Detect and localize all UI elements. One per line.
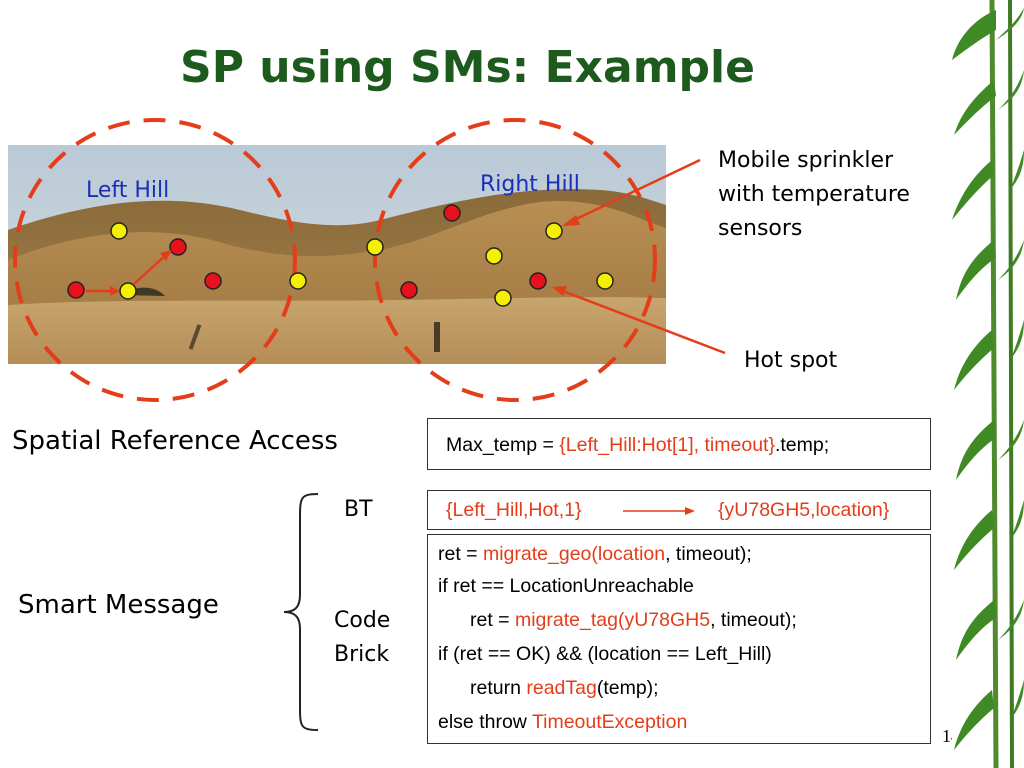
sensor-node bbox=[290, 273, 306, 289]
code-line: if (ret == OK) && (location == Left_Hill… bbox=[438, 643, 772, 666]
code-highlight: migrate_tag(yU78GH5 bbox=[515, 609, 710, 631]
code-brick-line: Code bbox=[334, 604, 390, 638]
hot-spot-node bbox=[530, 273, 546, 289]
sprinkler-line: Mobile sprinkler bbox=[718, 144, 910, 178]
bt-label: BT bbox=[344, 497, 373, 522]
sprinkler-line: sensors bbox=[718, 212, 910, 246]
bamboo-decoration bbox=[952, 0, 1024, 768]
code-line: ret = migrate_geo(location, timeout); bbox=[438, 543, 752, 566]
hot-spot-annotation: Hot spot bbox=[744, 344, 837, 378]
hot-spot-node bbox=[401, 282, 417, 298]
hot-spot-node bbox=[205, 273, 221, 289]
code-text: return bbox=[470, 677, 526, 699]
sensor-node bbox=[111, 223, 127, 239]
bt-arrow bbox=[623, 503, 698, 519]
code-highlight: TimeoutException bbox=[532, 711, 687, 733]
bt-from: {Left_Hill,Hot,1} bbox=[446, 499, 582, 522]
slide-title: SP using SMs: Example bbox=[180, 42, 755, 93]
spatial-access-code: Max_temp = {Left_Hill:Hot[1], timeout}.t… bbox=[446, 434, 829, 457]
sensor-node bbox=[367, 239, 383, 255]
code-text: (temp); bbox=[597, 677, 659, 699]
sprinkler-line: with temperature bbox=[718, 178, 910, 212]
sensor-node bbox=[495, 290, 511, 306]
code-text: Max_temp = bbox=[446, 434, 559, 456]
hot-spot-node bbox=[170, 239, 186, 255]
code-brick-box: ret = migrate_geo(location, timeout); if… bbox=[427, 534, 931, 744]
sensor-node bbox=[486, 248, 502, 264]
right-hill-label: Right Hill bbox=[480, 172, 580, 197]
code-brick-label: Code Brick bbox=[334, 604, 390, 672]
spatial-access-code-box: Max_temp = {Left_Hill:Hot[1], timeout}.t… bbox=[427, 418, 931, 470]
code-brick-line: Brick bbox=[334, 638, 390, 672]
code-line: else throw TimeoutException bbox=[438, 711, 687, 734]
curly-brace bbox=[280, 490, 320, 735]
hot-spot-node bbox=[68, 282, 84, 298]
smart-message-label: Smart Message bbox=[18, 590, 219, 620]
code-highlight: migrate_geo(location bbox=[483, 543, 665, 565]
sprinkler-annotation: Mobile sprinkler with temperature sensor… bbox=[718, 144, 910, 246]
code-highlight: readTag bbox=[526, 677, 596, 699]
left-hill-label: Left Hill bbox=[86, 178, 169, 203]
code-line: if ret == LocationUnreachable bbox=[438, 575, 694, 598]
code-text: , timeout); bbox=[665, 543, 752, 565]
code-text: ret = bbox=[470, 609, 515, 631]
sensor-node bbox=[597, 273, 613, 289]
code-line: return readTag(temp); bbox=[470, 677, 659, 700]
sensor-node bbox=[120, 283, 136, 299]
bt-to: {yU78GH5,location} bbox=[718, 499, 889, 522]
code-text: else throw bbox=[438, 711, 532, 733]
code-text: , timeout); bbox=[710, 609, 797, 631]
code-text: ret = bbox=[438, 543, 483, 565]
spatial-reference-access-label: Spatial Reference Access bbox=[12, 426, 338, 456]
code-text: .temp; bbox=[775, 434, 829, 456]
sensor-node bbox=[546, 223, 562, 239]
bt-box: {Left_Hill,Hot,1} {yU78GH5,location} bbox=[427, 490, 931, 530]
code-highlight: {Left_Hill:Hot[1], timeout} bbox=[559, 434, 775, 456]
code-line: ret = migrate_tag(yU78GH5, timeout); bbox=[470, 609, 797, 632]
hot-spot-node bbox=[444, 205, 460, 221]
